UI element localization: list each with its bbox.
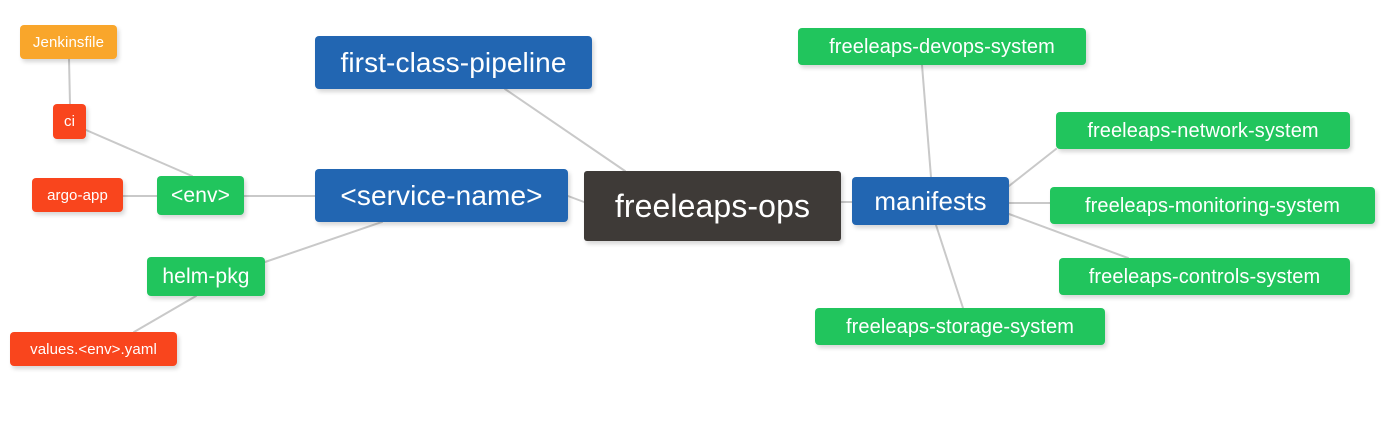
- edge-manifests-to-freeleaps-storage-system: [935, 224, 964, 309]
- mindmap-node-argo-app[interactable]: argo-app: [32, 178, 123, 212]
- edge-jenkinsfile-to-ci: [68, 58, 71, 105]
- mindmap-node-values-env-yaml[interactable]: values.<env>.yaml: [10, 332, 177, 366]
- edge-manifests-to-freeleaps-network-system: [1008, 148, 1057, 187]
- mindmap-node-helm-pkg[interactable]: helm-pkg: [147, 257, 265, 296]
- mindmap-node-env[interactable]: <env>: [157, 176, 244, 215]
- mindmap-node-freeleaps-controls-system[interactable]: freeleaps-controls-system: [1059, 258, 1350, 295]
- mindmap-node-ci[interactable]: ci: [53, 104, 86, 139]
- mindmap-node-freeleaps-ops[interactable]: freeleaps-ops: [584, 171, 841, 241]
- mindmap-node-jenkinsfile[interactable]: Jenkinsfile: [20, 25, 117, 59]
- edge-ci-to-env: [85, 129, 193, 177]
- edge-service-name-to-freeleaps-ops: [567, 195, 585, 203]
- mindmap-node-manifests[interactable]: manifests: [852, 177, 1009, 225]
- mindmap-node-freeleaps-monitoring-system[interactable]: freeleaps-monitoring-system: [1050, 187, 1375, 224]
- mindmap-node-freeleaps-storage-system[interactable]: freeleaps-storage-system: [815, 308, 1105, 345]
- edge-first-class-pipeline-to-freeleaps-ops: [504, 88, 626, 172]
- mindmap-node-service-name[interactable]: <service-name>: [315, 169, 568, 222]
- edge-helm-pkg-to-service-name: [264, 221, 383, 263]
- mindmap-node-freeleaps-devops-system[interactable]: freeleaps-devops-system: [798, 28, 1086, 65]
- mindmap-node-freeleaps-network-system[interactable]: freeleaps-network-system: [1056, 112, 1350, 149]
- edge-manifests-to-freeleaps-devops-system: [921, 64, 932, 178]
- edge-values-env-yaml-to-helm-pkg: [133, 295, 197, 333]
- mindmap-node-first-class-pipeline[interactable]: first-class-pipeline: [315, 36, 592, 89]
